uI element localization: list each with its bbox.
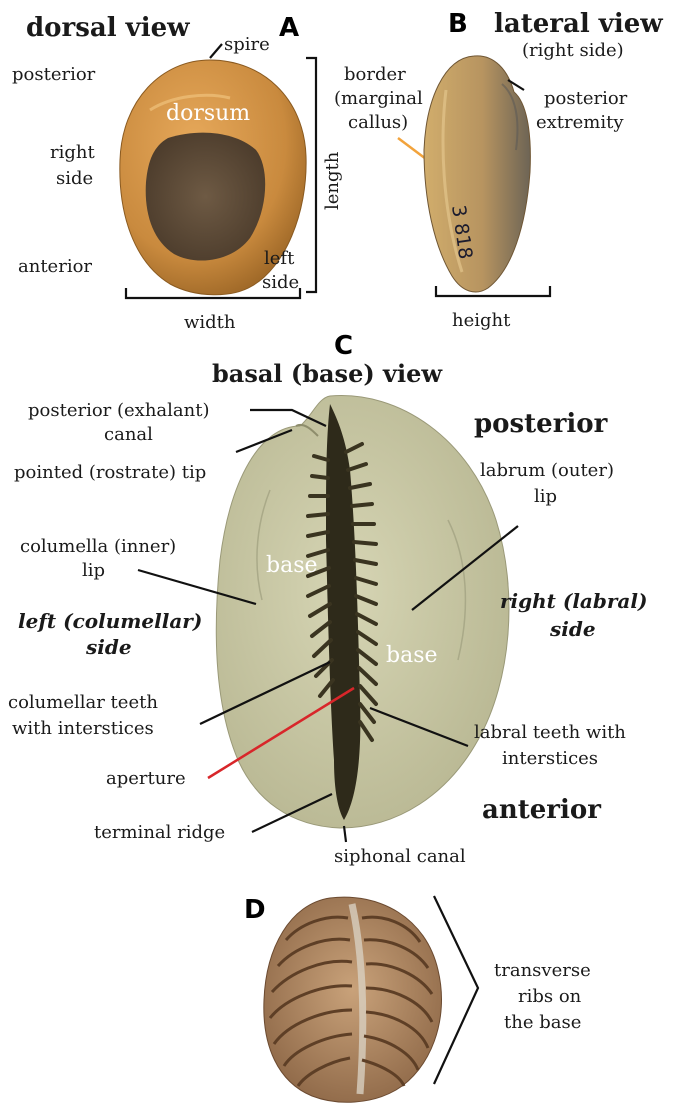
length-label: length xyxy=(322,151,343,210)
posterior-extremity-label-line1: posterior xyxy=(544,88,628,109)
posterior-extremity-label-line2: extremity xyxy=(536,112,624,133)
posterior-label-c: posterior xyxy=(474,409,608,439)
anterior-label-a: anterior xyxy=(18,256,92,277)
columella-label-line1: columella (inner) xyxy=(20,536,176,557)
base-label-left: base xyxy=(266,553,318,578)
panel-c-title: basal (base) view xyxy=(212,359,443,388)
siphonal-canal-leader xyxy=(344,826,346,842)
ribs-label-line1: transverse xyxy=(494,960,591,981)
right-side-label-c-line2: side xyxy=(549,617,596,641)
dorsum-label: dorsum xyxy=(166,101,250,126)
right-side-label-a-line1: right xyxy=(50,142,95,163)
left-side-label-c-line1: left (columellar) xyxy=(18,609,202,633)
base-label-right: base xyxy=(386,643,438,668)
panel-b-subtitle: (right side) xyxy=(522,40,624,61)
spire-label: spire xyxy=(224,34,270,55)
posterior-canal-label-line1: posterior (exhalant) xyxy=(28,400,210,421)
width-label: width xyxy=(184,312,236,333)
columellar-teeth-label-line1: columellar teeth xyxy=(8,692,158,713)
labrum-label-line2: lip xyxy=(534,486,557,507)
right-side-label-c-line1: right (labral) xyxy=(500,589,647,613)
labral-teeth-label-line1: labral teeth with xyxy=(474,722,626,743)
panel-d-ribbed-base: D transverse ribs on the base xyxy=(244,895,591,1102)
panel-a-title: dorsal view xyxy=(26,13,190,43)
columellar-teeth-label-line2: with interstices xyxy=(12,718,154,739)
panel-b-letter: B xyxy=(448,9,468,39)
labral-teeth-label-line2: interstices xyxy=(502,748,598,769)
height-bracket xyxy=(436,286,550,296)
panel-c-letter: C xyxy=(334,331,353,361)
panel-c-basal-view: C basal (base) view xyxy=(8,331,647,867)
spire-leader xyxy=(210,44,222,58)
ribs-label-line3: the base xyxy=(504,1012,581,1033)
terminal-ridge-label: terminal ridge xyxy=(94,822,225,843)
left-side-label-c-line2: side xyxy=(85,635,132,659)
columella-label-line2: lip xyxy=(82,560,105,581)
border-label-line3: callus) xyxy=(348,112,408,133)
ribs-label-line2: ribs on xyxy=(518,986,582,1007)
right-side-label-a-line2: side xyxy=(56,168,93,189)
left-side-label-a-line1: left xyxy=(264,248,295,269)
left-side-label-a-line2: side xyxy=(262,272,299,293)
border-label-line1: border xyxy=(344,64,406,85)
posterior-label-a: posterior xyxy=(12,64,96,85)
panel-a-letter: A xyxy=(279,13,299,43)
siphonal-canal-label: siphonal canal xyxy=(334,846,466,867)
panel-b-lateral-view: B lateral view (right side) border (marg… xyxy=(334,9,663,331)
length-bracket xyxy=(306,58,316,292)
height-label: height xyxy=(452,310,511,331)
border-label-line2: (marginal xyxy=(334,88,423,109)
posterior-canal-label-line2: canal xyxy=(104,424,153,445)
aperture-label: aperture xyxy=(106,768,186,789)
anterior-label-c: anterior xyxy=(482,795,601,825)
labrum-label-line1: labrum (outer) xyxy=(480,460,614,481)
panel-b-title: lateral view xyxy=(494,9,663,39)
panel-d-letter: D xyxy=(244,895,266,925)
pointed-tip-label: pointed (rostrate) tip xyxy=(14,462,206,483)
panel-a-dorsal-view: dorsal view A spire posterior right side… xyxy=(12,13,343,333)
